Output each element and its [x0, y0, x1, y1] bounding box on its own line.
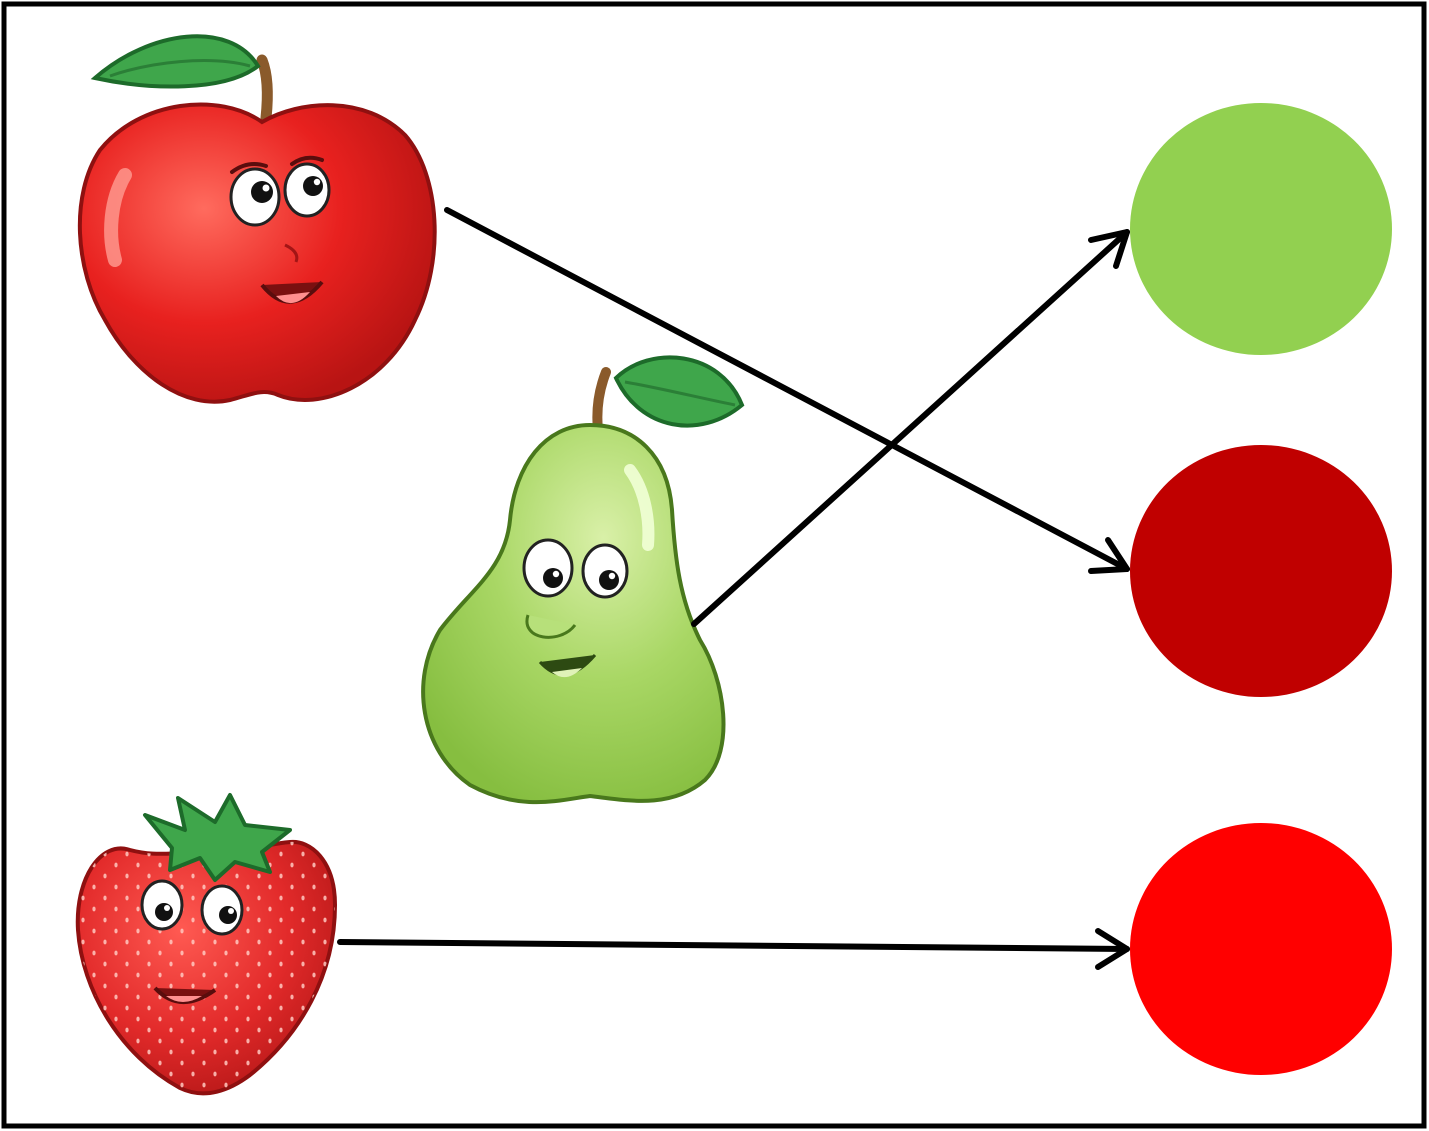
arrow-strawberry-to-red: [337, 928, 1130, 970]
arrow-pear-to-light-green: [691, 229, 1130, 627]
color-circle-light-green[interactable]: [1130, 103, 1392, 355]
color-circle-red[interactable]: [1130, 823, 1392, 1075]
pear-icon: [421, 355, 745, 805]
apple-icon: [77, 34, 437, 404]
arrow-apple-to-dark-red: [444, 207, 1130, 574]
strawberry-icon: [75, 793, 338, 1096]
color-circle-dark-red[interactable]: [1130, 445, 1392, 697]
